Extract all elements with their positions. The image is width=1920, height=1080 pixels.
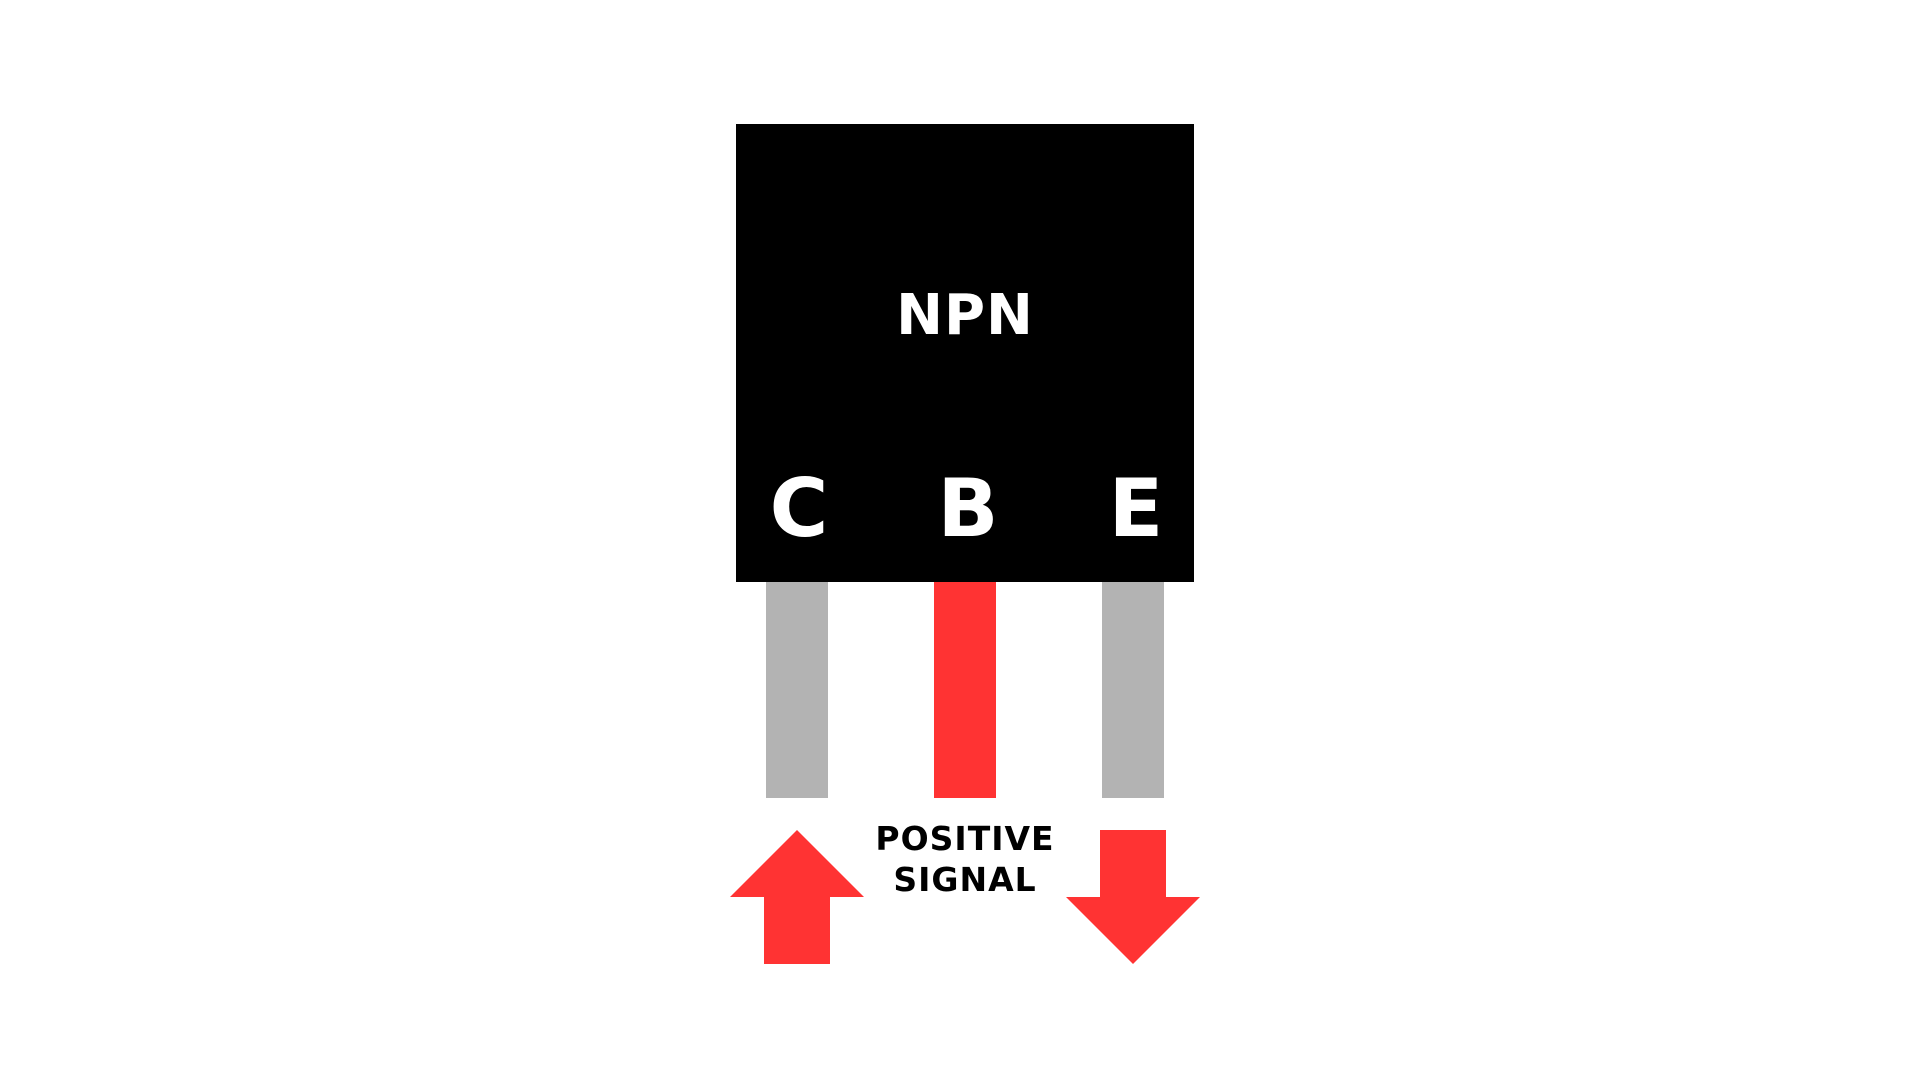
base-lead — [934, 582, 996, 798]
emitter-pin-label: E — [1108, 462, 1164, 555]
signal-label-line1: POSITIVE — [875, 819, 1055, 858]
collector-pin-label: C — [769, 462, 829, 555]
positive-signal-label: POSITIVE SIGNAL — [855, 818, 1075, 900]
transistor-type-label: NPN — [896, 283, 1034, 348]
arrow-down-icon — [1066, 830, 1200, 964]
signal-label-line2: SIGNAL — [893, 860, 1037, 899]
base-pin-label: B — [937, 462, 999, 555]
collector-lead — [766, 582, 828, 798]
arrow-down-shape — [1066, 830, 1200, 964]
transistor-body: NPN C B E — [736, 124, 1194, 582]
emitter-lead — [1102, 582, 1164, 798]
arrow-up-icon — [730, 830, 864, 964]
arrow-up-shape — [730, 830, 864, 964]
